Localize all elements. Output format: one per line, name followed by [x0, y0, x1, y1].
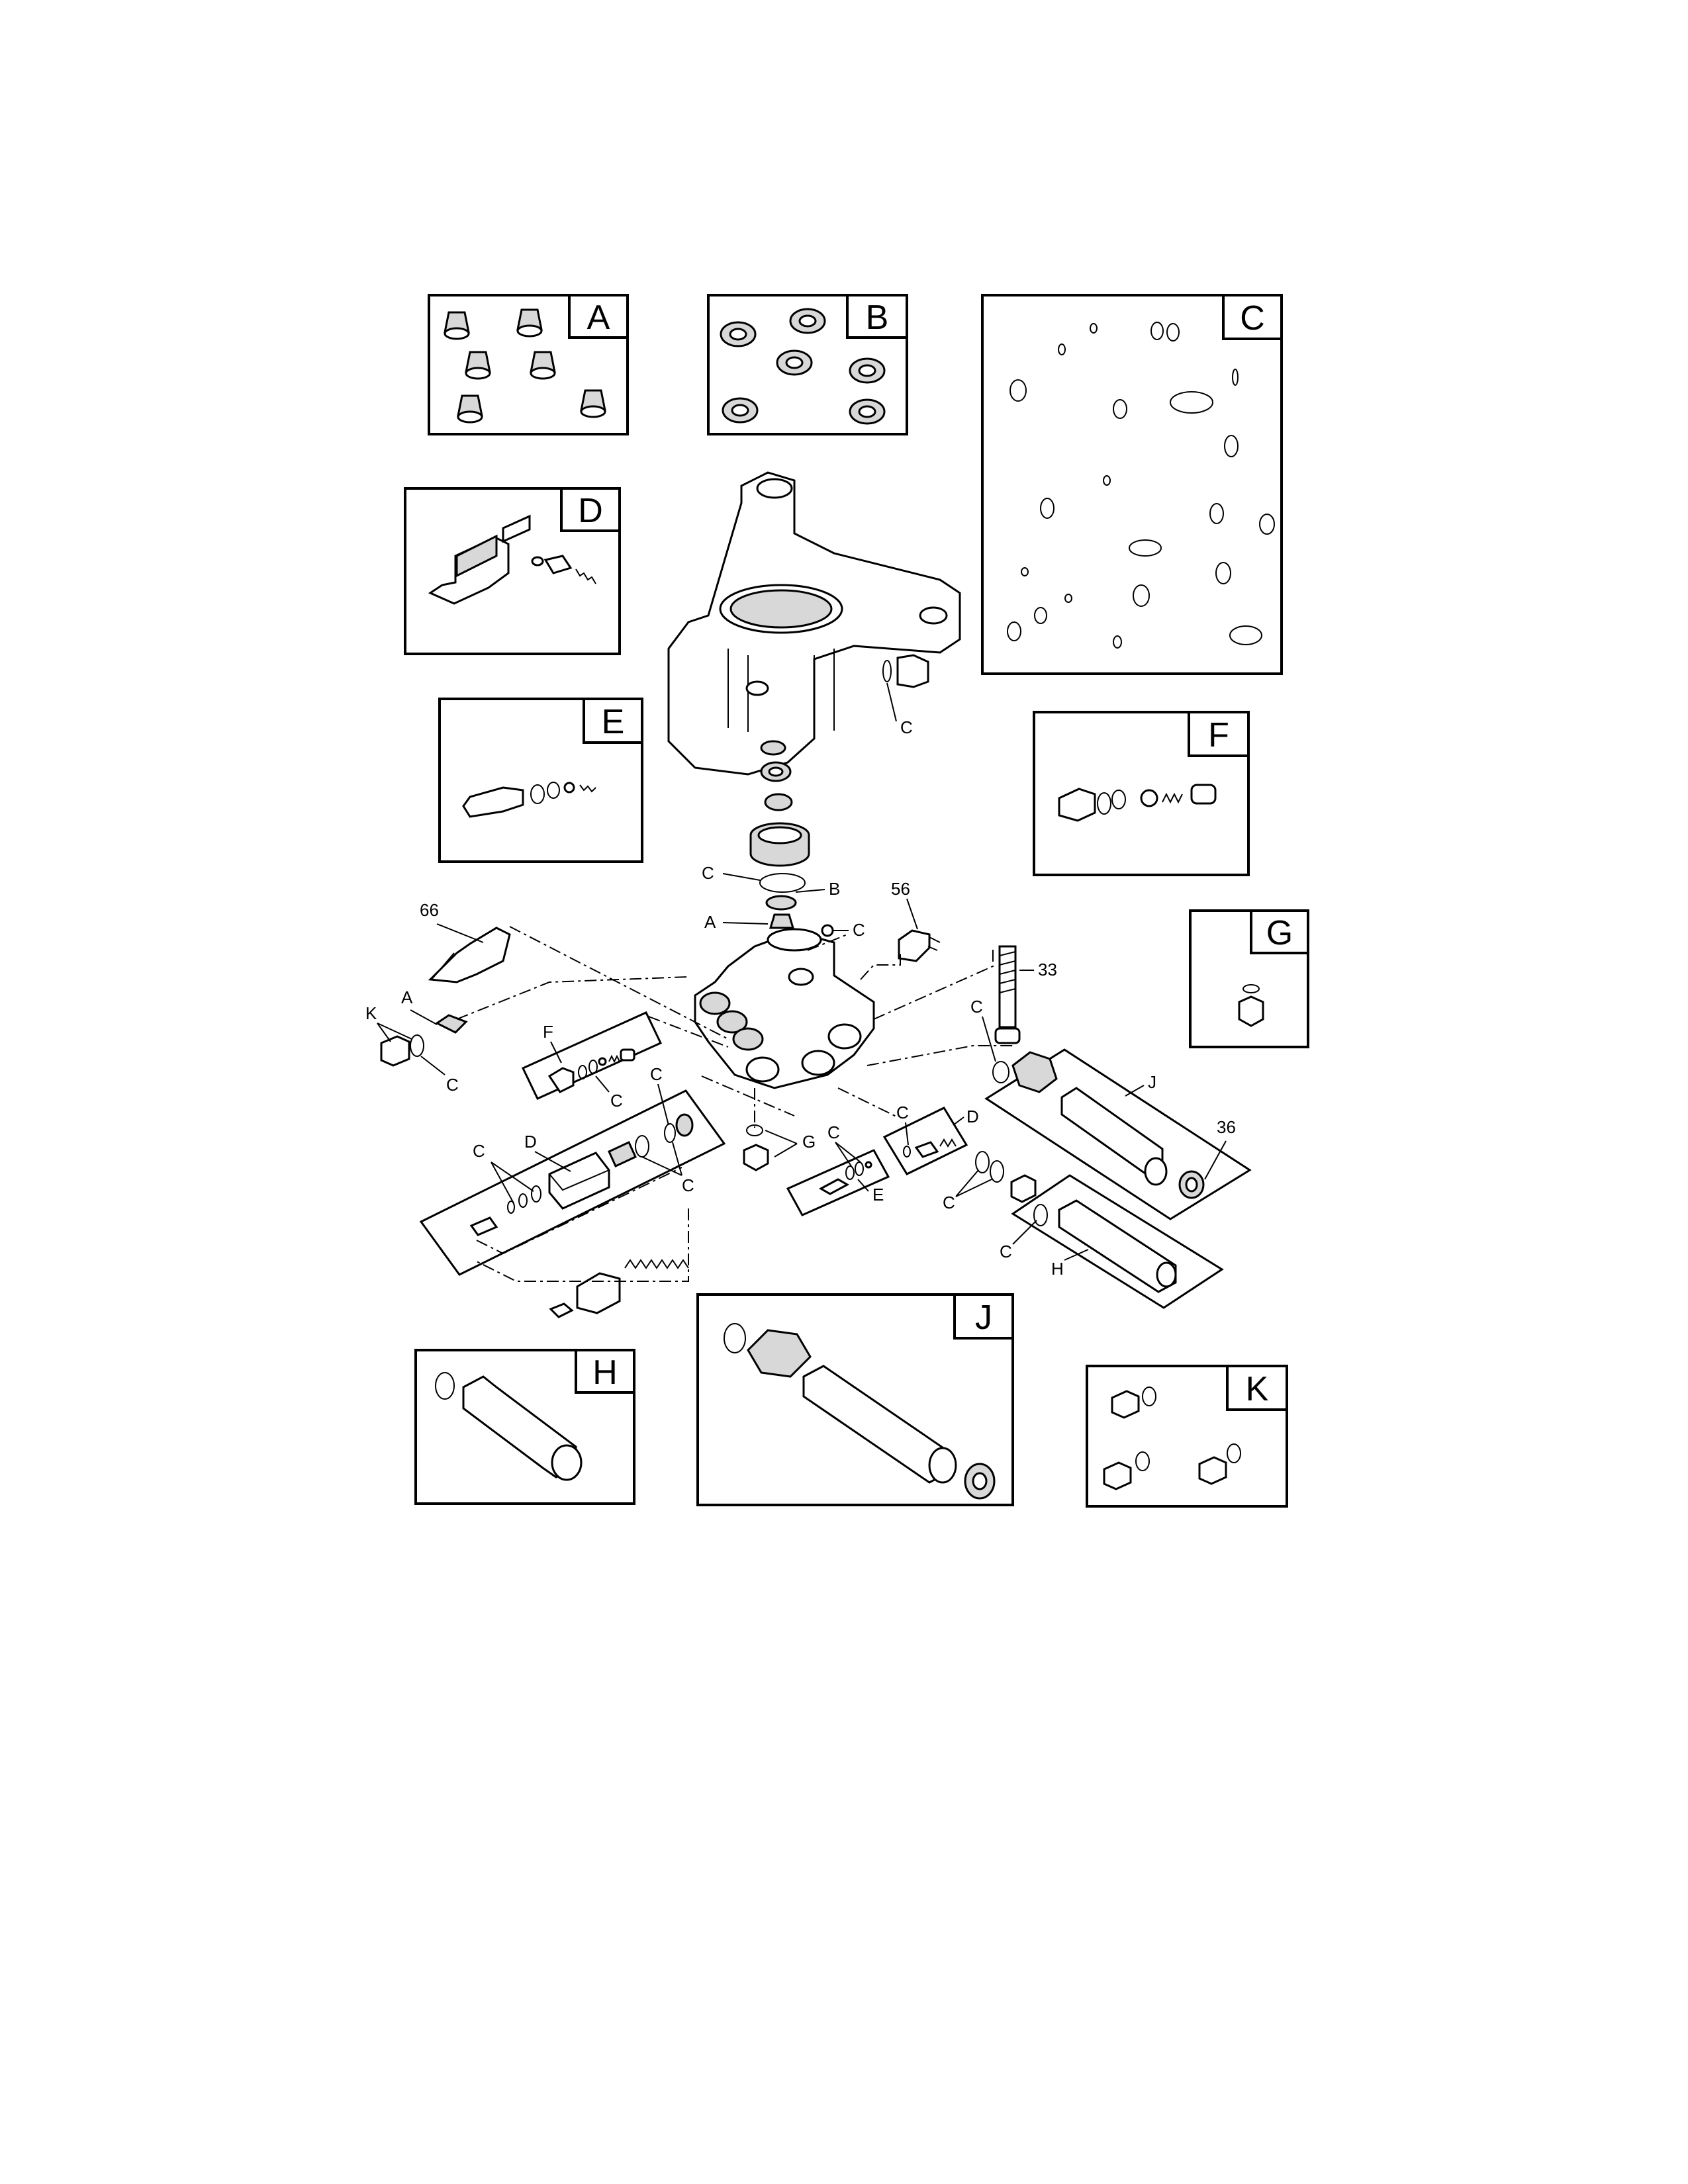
drain-plug-g [743, 1124, 769, 1171]
callout-c-small: C [853, 920, 865, 940]
kit-box-e: E [438, 698, 643, 863]
callout-c-h: C [1000, 1242, 1012, 1261]
assembly-lines [456, 926, 1013, 1282]
callout-a-valve: A [704, 912, 716, 932]
callout-c-d1: C [473, 1141, 485, 1161]
callout-c-left: C [446, 1075, 459, 1095]
callout-d-kit: D [524, 1132, 537, 1152]
plug-kit-icon [1058, 784, 1217, 822]
callout-d-right: D [966, 1107, 979, 1126]
inline-kit-f [521, 1011, 663, 1100]
plug-k-left [380, 1034, 424, 1067]
hose-coupler-icon [724, 1323, 996, 1500]
part-56-fitting [898, 929, 941, 962]
callout-c-e: C [827, 1122, 840, 1142]
kit-box-j: J [696, 1293, 1014, 1506]
kit-box-f: F [1033, 711, 1250, 876]
kit-box-d: D [404, 487, 621, 655]
callout-c-d2: C [682, 1175, 694, 1195]
kit-letter-j: J [975, 1298, 992, 1337]
callout-c-j: C [970, 997, 983, 1017]
pipe-fitting-icon [435, 1372, 583, 1481]
valve-cap-icon [444, 308, 606, 424]
valve-a-left [435, 1014, 468, 1034]
kit-box-b: B [707, 294, 908, 435]
unloader-spring-parts [549, 1259, 689, 1318]
kit-letter-g: G [1266, 914, 1293, 952]
callout-k-left: K [365, 1003, 377, 1023]
kit-box-k: K [1086, 1365, 1288, 1508]
drain-plug-icon [1238, 984, 1264, 1027]
callout-c-ring: C [702, 863, 714, 883]
callout-j-kit: J [1148, 1072, 1156, 1092]
seal-stack [749, 740, 810, 929]
housing-plug [882, 654, 929, 688]
kit-letter-e: E [602, 703, 625, 741]
kit-box-g: G [1189, 909, 1309, 1048]
callout-c-f: C [610, 1091, 623, 1111]
callout-36: 36 [1217, 1117, 1236, 1137]
callout-b-ring: B [829, 879, 840, 899]
check-valve-icon [462, 782, 596, 818]
inline-kit-j [984, 1048, 1252, 1220]
callout-h-kit: H [1051, 1259, 1064, 1279]
callout-f-kit: F [543, 1022, 553, 1042]
part-33-bolt [994, 945, 1021, 1044]
callout-33: 33 [1038, 960, 1057, 979]
callout-g-kit: G [802, 1132, 816, 1152]
kit-letter-f: F [1208, 716, 1229, 754]
o-ring-icon [1007, 322, 1275, 649]
kit-box-h: H [414, 1349, 635, 1505]
inline-kit-d [419, 1089, 726, 1276]
unloader-valve-icon [428, 514, 596, 605]
callout-c-mid: C [650, 1064, 663, 1084]
callout-e-kit: E [872, 1185, 884, 1205]
kit-letter-d: D [578, 492, 603, 530]
kit-box-c: C [981, 294, 1283, 675]
callout-c-pair: C [943, 1193, 955, 1212]
callout-a-left: A [401, 987, 413, 1007]
k-plug-icon [1103, 1387, 1241, 1490]
part-66-injector [428, 927, 511, 983]
seal-ring-icon [720, 308, 886, 425]
kit-letter-a: A [587, 298, 610, 337]
kit-letter-h: H [592, 1353, 618, 1392]
pump-manifold [694, 928, 875, 1089]
inline-kit-h [1011, 1174, 1224, 1309]
callout-66: 66 [420, 900, 439, 920]
inline-kit-e [786, 1149, 890, 1216]
inline-kit-d-right [882, 1107, 968, 1175]
pump-housing [667, 471, 961, 776]
kit-box-a: A [428, 294, 629, 435]
kit-letter-k: K [1246, 1370, 1269, 1408]
callout-c-housing: C [900, 717, 913, 737]
o-ring-pair [975, 1151, 1037, 1203]
kit-letter-c: C [1240, 299, 1265, 338]
callout-56: 56 [891, 879, 910, 899]
kit-letter-b: B [866, 298, 889, 337]
callout-c-dr: C [896, 1103, 909, 1122]
